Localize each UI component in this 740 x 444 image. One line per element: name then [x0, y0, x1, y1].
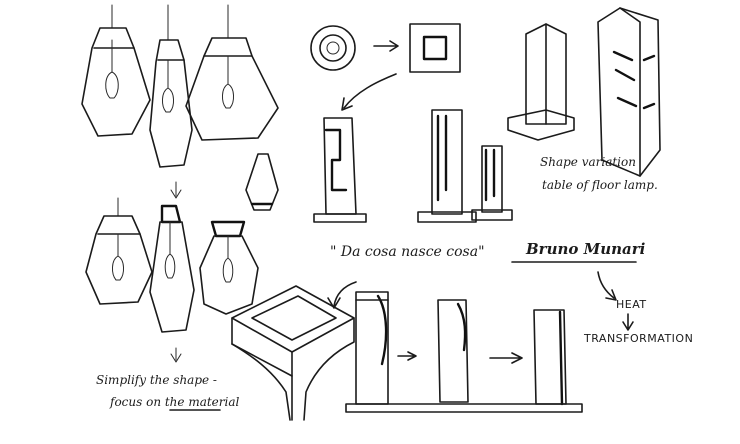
square-profile	[409, 23, 461, 73]
pendant-lamp-1	[81, 4, 151, 137]
pendant-lamp-4	[85, 197, 153, 305]
pendant-lamp-2	[149, 4, 193, 168]
arrow-right-3	[489, 352, 523, 364]
pendant-lamp-3	[185, 4, 279, 141]
cube-extrusion	[231, 285, 355, 421]
column-lamp-2	[597, 7, 661, 177]
shape-variation-line1: Shape variation	[540, 155, 636, 169]
arrow-right-1	[373, 40, 399, 52]
arrow-down-2	[170, 347, 182, 363]
simplify-line2: focus on the material	[109, 395, 240, 409]
curved-arrow-3	[597, 271, 617, 301]
pendant-lamp-5	[149, 204, 195, 333]
column-lamp-1	[507, 23, 575, 141]
transformation-label: TRANSFORMATION	[583, 332, 693, 345]
transform-stage-2	[437, 299, 469, 403]
quote-block: " Da cosa nasce cosa" Bruno Munari	[330, 240, 646, 263]
curved-arrow-2	[327, 281, 357, 309]
lamp-variation-1	[313, 117, 367, 223]
simplify-note: Simplify the shape - focus on the materi…	[96, 373, 240, 411]
lamp-variation-2	[417, 109, 477, 223]
pendant-lamp-6	[199, 220, 259, 315]
arrow-right-2	[397, 351, 417, 361]
transform-stage-1	[355, 291, 389, 405]
quote-author: Bruno Munari	[525, 240, 646, 258]
quote-text: " Da cosa nasce cosa"	[330, 244, 485, 260]
transform-stage-3	[533, 309, 567, 406]
small-lamp-base	[245, 153, 279, 211]
arrow-down-1	[170, 181, 182, 199]
heat-label: HEAT	[616, 298, 647, 311]
simplify-line1: Simplify the shape -	[96, 373, 217, 387]
lamp-variation-3	[471, 145, 513, 221]
curved-arrow-1	[341, 73, 397, 111]
shape-variation-note: Shape variation table of floor lamp.	[540, 155, 658, 192]
transform-ground	[345, 403, 583, 413]
heat-transformation-note: HEAT TRANSFORMATION	[583, 298, 693, 345]
ring-profile	[310, 25, 356, 71]
shape-variation-line2: table of floor lamp.	[542, 178, 658, 192]
